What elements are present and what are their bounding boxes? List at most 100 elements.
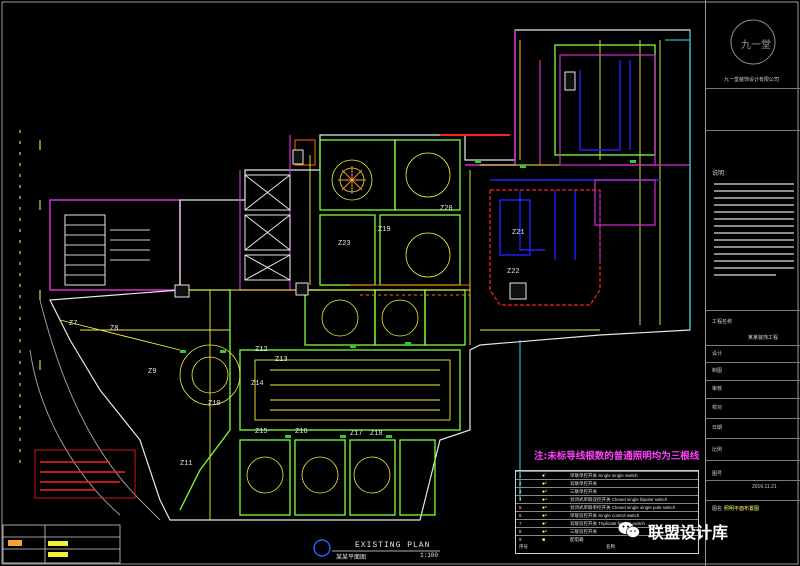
legend-text: 单联双控开关 Single control switch: [570, 513, 640, 518]
room-tag: Z8: [110, 325, 119, 333]
room-tag: Z13: [275, 356, 288, 364]
legend-symbol: ●⁶: [542, 513, 548, 519]
legend-symbol: ●': [542, 473, 546, 479]
room-tag: Z22: [507, 268, 520, 276]
tb-label: 日期: [712, 425, 723, 431]
legend-num: 8: [519, 529, 522, 534]
tb-divider: [706, 88, 800, 89]
tb-label: 审核: [712, 386, 723, 392]
legend-row: 3 ●³ 三联单控开关: [516, 487, 698, 497]
left-grid-markers: [19, 130, 41, 470]
legend-symbol: ●³: [542, 489, 547, 495]
legend-text: 单联单控开关 Single single switch: [570, 473, 638, 478]
elevator-shafts: [244, 139, 316, 281]
room-tag: Z10: [208, 400, 221, 408]
logo-text: 九一堂: [741, 40, 771, 51]
tb-label: 校对: [712, 405, 723, 411]
legend-row: 7 ●⁷ 双联双控开关 Triplicate bipolar switch: [516, 519, 698, 529]
legend-num: 3: [519, 489, 522, 494]
switch-legend-table: 序号 名称 1 ●' 单联单控开关 Single single switch 2…: [515, 470, 699, 554]
wiring-note: 注:未标导线根数的普通照明均为三根线: [534, 451, 700, 462]
site-curve-lines: [29, 299, 161, 521]
legend-row: 2 ●² 双联单控开关: [516, 479, 698, 489]
room-tag: Z14: [251, 380, 264, 388]
notes-text-lines: [714, 183, 794, 276]
room-tag: Z18: [370, 430, 383, 438]
legend-row: 5 ●⁵ 封闭式单联单控开关 Closed single single pole…: [516, 503, 698, 513]
room-tag: Z7: [69, 320, 78, 328]
room-tag: Z15: [255, 428, 268, 436]
room-tag: Z16: [295, 428, 308, 436]
plan-title: EXISTING PLAN: [355, 541, 431, 550]
legend-text: 三联单控开关: [570, 489, 597, 494]
ceiling-fixtures: [179, 152, 451, 494]
plan-number-circle: [313, 539, 331, 557]
legend-num: 4: [519, 497, 522, 502]
tb-label: 设计: [712, 351, 723, 357]
tb-label: 图名: [712, 506, 723, 512]
stair-block: [49, 199, 181, 291]
tb-divider: [706, 500, 800, 501]
legend-num: 9: [519, 537, 522, 542]
legend-row: 9 ■ 配电箱: [516, 535, 698, 545]
legend-symbol: ●⁵: [542, 505, 548, 511]
legend-symbol: ●⁴: [542, 497, 548, 503]
main-walls: [49, 29, 691, 521]
legend-row: 8 ●⁸ 三联双控开关: [516, 527, 698, 537]
legend-header-right: 名称: [606, 544, 615, 549]
tb-divider: [706, 310, 800, 311]
legend-text: 封闭式单联单控开关 Closed single single pole swit…: [570, 505, 676, 510]
legend-text: 双联双控开关 Triplicate bipolar switch: [570, 521, 645, 526]
room-tag: Z19: [378, 226, 391, 234]
legend-row: 6 ●⁶ 单联双控开关 Single control switch: [516, 511, 698, 521]
legend-text: 三联双控开关: [570, 529, 597, 534]
annotation-lines: [40, 461, 125, 491]
title-block: 九一堂 九一堂装饰设计有限公司 说明: 工程名称 某某装饰工程 设计 制图 审核…: [705, 0, 800, 566]
tb-divider: [706, 460, 800, 461]
sheet-date: 2016.11.21: [752, 484, 777, 490]
legend-text: 配电箱: [570, 537, 584, 542]
red-circuits: [440, 134, 601, 306]
tb-divider: [706, 480, 800, 481]
room-tag: Z21: [512, 229, 525, 237]
room-tag: Z23: [338, 240, 351, 248]
company-name: 九一堂装饰设计有限公司: [724, 77, 780, 83]
legend-symbol: ●⁷: [542, 521, 547, 527]
room-tag: Z12: [255, 346, 268, 354]
sheet-name: 照明平面布置图: [724, 506, 760, 512]
tag-markers: [180, 160, 636, 438]
tb-divider: [706, 345, 800, 346]
tb-divider: [706, 418, 800, 419]
accent-lines: [350, 30, 691, 500]
room-tag: Z17: [350, 430, 363, 438]
yellow-circuits: [59, 40, 690, 520]
legend-num: 6: [519, 513, 522, 518]
magenta-walls: [559, 54, 690, 226]
tb-divider: [706, 380, 800, 381]
legend-num: 7: [519, 521, 522, 526]
legend-symbol: ■: [542, 537, 546, 543]
tb-divider: [706, 130, 800, 131]
legend-row: 1 ●' 单联单控开关 Single single switch: [516, 471, 698, 481]
tb-label: 制图: [712, 368, 723, 374]
room-tag: Z20: [440, 205, 453, 213]
legend-symbol: ●²: [542, 481, 547, 487]
tb-divider: [706, 438, 800, 439]
legend-header-left: 序号: [519, 544, 528, 549]
mini-legend: [2, 524, 121, 564]
legend-symbol: ●⁸: [542, 529, 548, 535]
room-tag: Z9: [148, 368, 157, 376]
legend-text: 封闭式单联双控开关 Closed single bipolar switch: [570, 497, 668, 502]
tb-divider: [706, 398, 800, 399]
brand-watermark: 联盟设计库: [648, 523, 729, 542]
legend-row: 4 ●⁴ 封闭式单联双控开关 Closed single bipolar swi…: [516, 495, 698, 505]
distribution-boxes: [174, 71, 576, 300]
tb-label: 图号: [712, 471, 723, 477]
company-logo: [730, 19, 776, 65]
green-room-outlines: [179, 44, 656, 516]
wechat-icon: [618, 522, 640, 538]
tb-label: 比例: [712, 447, 723, 453]
tb-label: 工程名称: [712, 319, 733, 325]
